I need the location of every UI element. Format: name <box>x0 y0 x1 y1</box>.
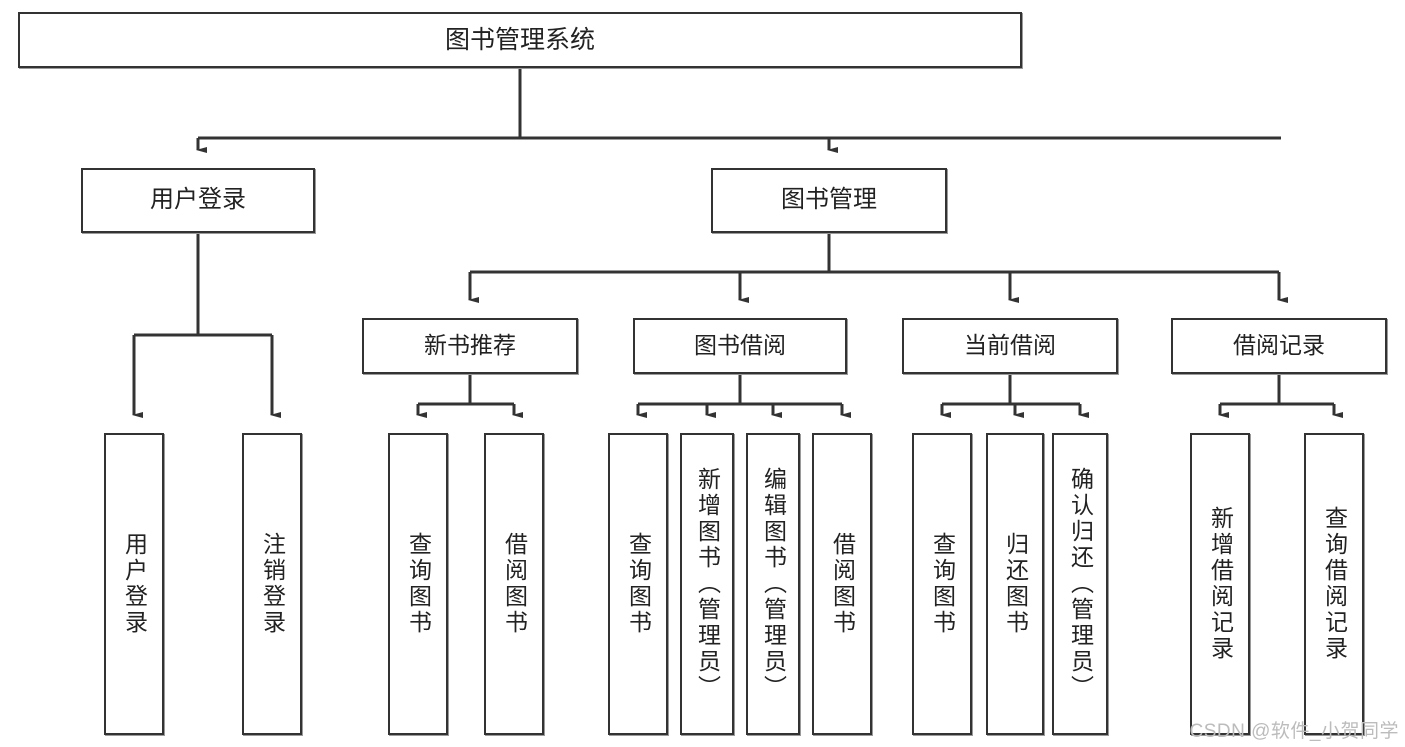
node-book-borrow[interactable]: 图书借阅 <box>633 318 847 374</box>
node-leaf-query-book-1[interactable]: 查询图书 <box>388 433 448 735</box>
node-leaf-edit-book-label: 编辑图书（管理员） <box>760 467 787 701</box>
node-leaf-add-record[interactable]: 新增借阅记录 <box>1190 433 1250 735</box>
node-book-borrow-label: 图书借阅 <box>694 332 786 359</box>
node-leaf-borrow-book-1-label: 借阅图书 <box>501 532 528 636</box>
node-leaf-add-book-label: 新增图书（管理员） <box>694 467 721 701</box>
node-leaf-return-book-label: 归还图书 <box>1002 532 1029 636</box>
node-leaf-query-book-3[interactable]: 查询图书 <box>912 433 972 735</box>
node-book-manage-label: 图书管理 <box>781 186 877 214</box>
node-user-login-label: 用户登录 <box>150 186 246 214</box>
watermark-text: CSDN @软件_小贺同学 <box>1189 721 1399 742</box>
node-leaf-borrow-book-1[interactable]: 借阅图书 <box>484 433 544 735</box>
node-leaf-query-book-2[interactable]: 查询图书 <box>608 433 668 735</box>
node-root-label: 图书管理系统 <box>444 26 595 54</box>
node-leaf-confirm-return[interactable]: 确认归还（管理员） <box>1052 433 1108 735</box>
node-current-borrow-label: 当前借阅 <box>964 332 1056 359</box>
node-leaf-logout-label: 注销登录 <box>259 532 286 636</box>
node-leaf-borrow-book-2[interactable]: 借阅图书 <box>812 433 872 735</box>
node-leaf-query-record-label: 查询借阅记录 <box>1321 506 1348 662</box>
node-leaf-add-record-label: 新增借阅记录 <box>1207 506 1234 662</box>
node-leaf-add-book[interactable]: 新增图书（管理员） <box>680 433 734 735</box>
node-leaf-logout[interactable]: 注销登录 <box>242 433 302 735</box>
node-leaf-query-record[interactable]: 查询借阅记录 <box>1304 433 1364 735</box>
node-new-book-recommend[interactable]: 新书推荐 <box>362 318 578 374</box>
node-leaf-query-book-2-label: 查询图书 <box>625 532 652 636</box>
node-leaf-user-login[interactable]: 用户登录 <box>104 433 164 735</box>
node-leaf-query-book-3-label: 查询图书 <box>929 532 956 636</box>
node-borrow-record[interactable]: 借阅记录 <box>1171 318 1387 374</box>
node-leaf-query-book-1-label: 查询图书 <box>405 532 432 636</box>
node-leaf-user-login-label: 用户登录 <box>121 532 148 636</box>
node-leaf-edit-book[interactable]: 编辑图书（管理员） <box>746 433 800 735</box>
node-leaf-confirm-return-label: 确认归还（管理员） <box>1067 467 1094 701</box>
node-borrow-record-label: 借阅记录 <box>1233 332 1325 359</box>
node-leaf-borrow-book-2-label: 借阅图书 <box>829 532 856 636</box>
node-root[interactable]: 图书管理系统 <box>18 12 1022 68</box>
node-current-borrow[interactable]: 当前借阅 <box>902 318 1118 374</box>
node-user-login[interactable]: 用户登录 <box>81 168 315 233</box>
node-leaf-return-book[interactable]: 归还图书 <box>986 433 1044 735</box>
node-book-manage[interactable]: 图书管理 <box>711 168 947 233</box>
node-new-book-recommend-label: 新书推荐 <box>424 332 516 359</box>
